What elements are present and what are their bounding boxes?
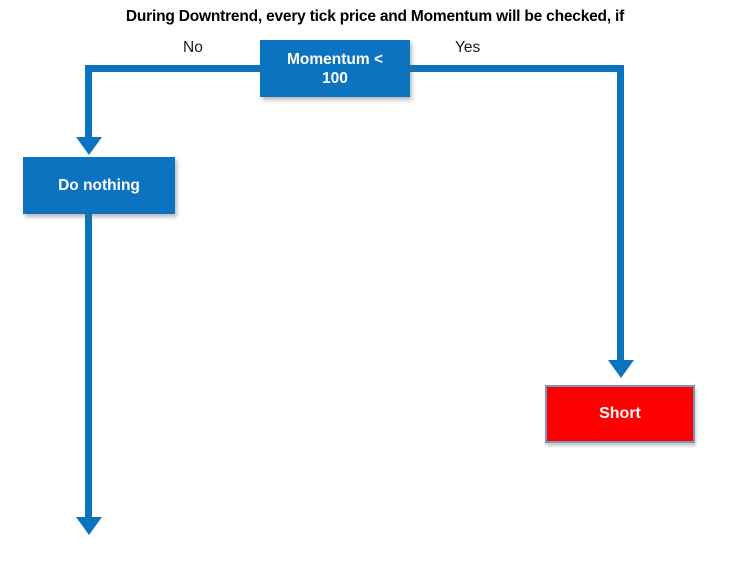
short-label: Short <box>599 405 641 422</box>
arrow-down-icon <box>608 360 634 378</box>
do-nothing-label: Do nothing <box>58 176 140 194</box>
node-do-nothing: Do nothing <box>23 157 175 214</box>
decision-label-line1: Momentum < <box>286 50 384 68</box>
diagram-title: During Downtrend, every tick price and M… <box>125 8 625 25</box>
edge-label-no: No <box>183 39 203 56</box>
node-momentum-decision: Momentum < 100 <box>260 40 410 97</box>
arrow-down-icon <box>76 517 102 535</box>
edge-label-yes: Yes <box>455 39 481 56</box>
decision-label-line2: 100 <box>322 69 348 87</box>
edge-yes-horizontal-line <box>410 65 624 72</box>
edge-no-vertical-line <box>85 65 92 138</box>
node-short: Short <box>545 385 695 443</box>
edge-yes-vertical-line <box>617 65 624 361</box>
edge-no-horizontal-line <box>85 65 260 72</box>
arrow-down-icon <box>76 137 102 155</box>
edge-exit-vertical-line <box>85 214 92 518</box>
